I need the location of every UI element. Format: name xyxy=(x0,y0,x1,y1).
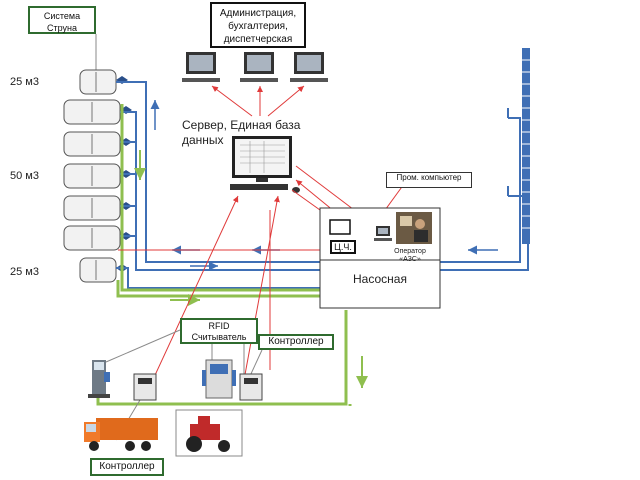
controller-bottom-label: Контроллер xyxy=(90,458,164,476)
volume-bottom-label: 25 м3 xyxy=(10,266,39,278)
server-computer xyxy=(230,136,300,193)
operator-terminal-icon xyxy=(374,226,392,241)
industrial-computer-label: Пром. компьютер xyxy=(386,172,472,188)
tank-3 xyxy=(63,131,121,157)
tractor-image xyxy=(186,416,230,452)
pump-house-label: Насосная xyxy=(353,272,407,286)
tank-1 xyxy=(79,69,117,95)
admin-computer-1 xyxy=(182,52,220,82)
green-flow-arrows xyxy=(134,150,368,388)
admin-label: Администрация, бухгалтерия, диспетчерска… xyxy=(210,2,306,48)
dump-truck-image xyxy=(84,418,158,451)
pump-house-box xyxy=(319,255,441,309)
fuel-dispenser-middle xyxy=(202,359,236,399)
admin-computer-3 xyxy=(290,52,328,82)
fuel-dispenser-left xyxy=(88,360,110,398)
operator-photo xyxy=(396,212,432,244)
admin-computer-2 xyxy=(240,52,278,82)
tank-7 xyxy=(79,257,117,283)
system-struna-label: Система Струна xyxy=(28,6,96,34)
tank-2 xyxy=(63,99,121,125)
rfid-reader-label: RFID Считыватель xyxy=(180,318,258,344)
controller-middle-label: Контроллер xyxy=(258,334,334,350)
tank-stack xyxy=(63,69,121,283)
tank-4 xyxy=(63,163,121,189)
controller-device-left xyxy=(133,373,157,401)
server-label: Сервер, Единая база данных xyxy=(182,118,301,147)
volume-middle-label: 50 м3 xyxy=(10,170,39,182)
operator-label: Оператор «АЗС» xyxy=(394,248,426,263)
cch-label: Ц.Ч. xyxy=(330,240,356,254)
pipe-rack xyxy=(522,48,530,244)
small-meter-box xyxy=(329,219,351,235)
tank-6 xyxy=(63,225,121,251)
volume-top-label: 25 м3 xyxy=(10,76,39,88)
tank-5 xyxy=(63,195,121,221)
controller-device-middle xyxy=(239,373,263,401)
